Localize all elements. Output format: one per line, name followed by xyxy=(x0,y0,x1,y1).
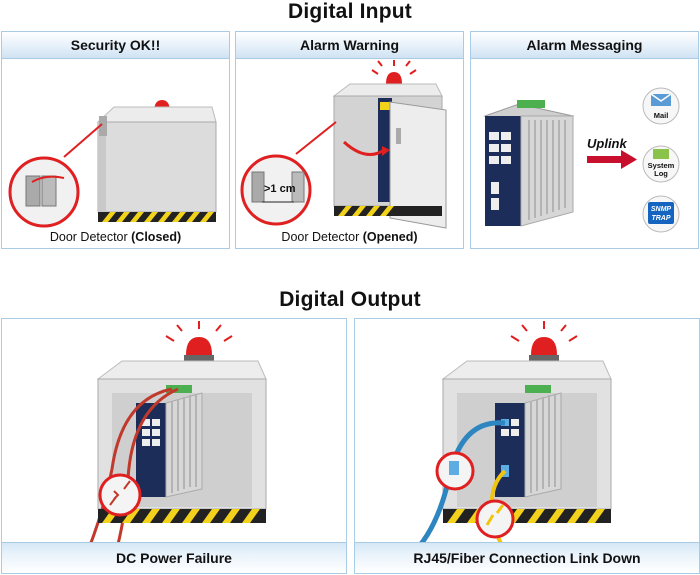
link-down-cabinet-illustration xyxy=(409,321,612,571)
hazard-stripe-base xyxy=(334,206,442,216)
alarm-messaging-panel: Alarm Messaging Uplink Mail S xyxy=(470,31,699,249)
dc-power-failure-panel: DC Power Failure xyxy=(1,318,347,574)
industrial-switch-icon xyxy=(483,100,575,227)
gap-label: >1 cm xyxy=(264,183,296,195)
link-down-label: RJ45/Fiber Connection Link Down xyxy=(355,542,699,573)
alarm-messaging-heading: Alarm Messaging xyxy=(471,32,698,59)
security-ok-panel: Security OK!! Door Detector (Closed) xyxy=(1,31,230,249)
caption-state: (Opened) xyxy=(362,230,418,244)
caption-state: (Closed) xyxy=(131,230,182,244)
opened-sensor-zoom-icon xyxy=(240,154,312,226)
fiber-unplugged-zoom-icon xyxy=(475,499,515,539)
switch-messaging-illustration: Uplink Mail System Log SNMP TRAP xyxy=(483,87,680,233)
broken-cable-zoom-icon xyxy=(98,473,142,517)
digital-input-title: Digital Input xyxy=(288,0,412,23)
security-ok-heading: Security OK!! xyxy=(2,32,229,59)
system-log-label-line2: Log xyxy=(654,169,668,178)
closed-door-cabinet-illustration xyxy=(8,100,217,228)
opened-door-cabinet-illustration: >1 cm xyxy=(240,60,447,229)
industrial-switch-icon xyxy=(495,385,562,498)
snmp-label-line2: TRAP xyxy=(651,215,670,222)
rj45-unplugged-zoom-icon xyxy=(435,451,475,491)
closed-sensor-zoom-icon xyxy=(8,156,80,228)
industrial-switch-icon xyxy=(136,385,203,498)
power-failure-cabinet-illustration xyxy=(80,321,267,566)
mail-label: Mail xyxy=(654,111,669,120)
uplink-label: Uplink xyxy=(587,136,627,151)
link-down-panel: RJ45/Fiber Connection Link Down xyxy=(354,318,700,574)
system-log-label-line1: System xyxy=(648,161,675,170)
digital-output-title: Digital Output xyxy=(279,288,421,311)
mail-icon: Mail xyxy=(642,87,680,125)
caption-text: Door Detector xyxy=(281,230,363,244)
closed-caption: Door Detector (Closed) xyxy=(2,230,229,244)
alarm-beacon-icon xyxy=(165,321,233,363)
caption-text: Door Detector xyxy=(49,230,132,244)
snmp-label-line1: SNMP xyxy=(651,206,672,213)
hazard-stripe-base xyxy=(98,212,216,222)
opened-caption: Door Detector (Opened) xyxy=(236,230,463,244)
snmp-trap-icon: SNMP TRAP xyxy=(642,195,680,233)
alarm-warning-heading: Alarm Warning xyxy=(236,32,463,59)
alarm-warning-panel: Alarm Warning >1 cm Door Detector (Opene… xyxy=(235,31,464,249)
alarm-beacon-icon xyxy=(510,321,578,363)
hazard-stripe-base xyxy=(443,509,611,523)
system-log-icon: System Log xyxy=(642,145,680,183)
dc-power-failure-label: DC Power Failure xyxy=(2,542,346,573)
red-arrow-icon xyxy=(587,150,637,169)
